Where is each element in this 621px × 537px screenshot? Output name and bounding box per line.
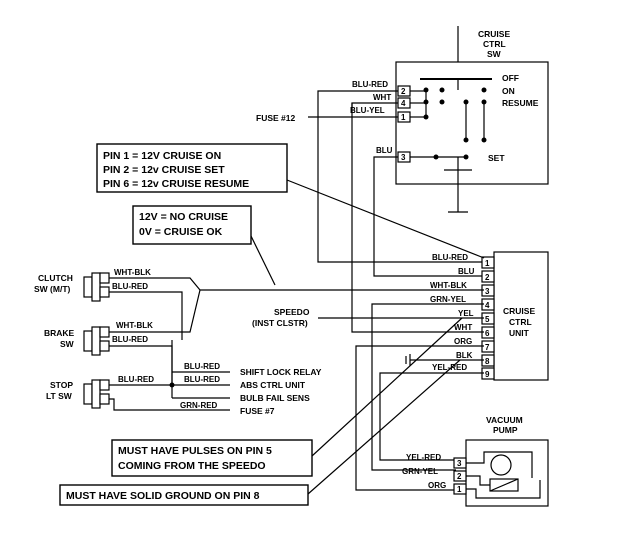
note-ground: MUST HAVE SOLID GROUND ON PIN 8 [59,359,461,506]
note-speedo-1: MUST HAVE PULSES ON PIN 5 [118,445,272,457]
dest-bulb-fail-sens: BULB FAIL SENS [240,393,310,403]
unit-wire-8: BLK [456,351,473,360]
note-pin1: PIN 1 = 12V CRUISE ON [103,150,221,162]
note-pin2: PIN 2 = 12v CRUISE SET [103,164,225,176]
destinations: SHIFT LOCK RELAY ABS CTRL UNIT BULB FAIL… [240,367,322,416]
clutch-label-1: CLUTCH [38,273,73,283]
pump-wire-2: GRN-YEL [402,467,438,476]
cruise-switch-title-1: CRUISE [478,29,510,39]
stop-label-2: LT SW [46,391,73,401]
stop-label-1: STOP [50,380,73,390]
stop-wire-1: BLU-RED [118,375,154,384]
unit-wires [200,103,484,491]
clutch-label-2: SW (M/T) [34,284,71,294]
unit-pin-2: 2 [485,273,490,282]
note-0v: 0V = CRUISE OK [139,226,223,238]
switch-pin-4: 4 [401,99,406,108]
switch-contacts [410,78,492,213]
switch-wire-blu: BLU [376,146,393,155]
cruise-ctrl-switch: CRUISE CTRL SW 2 4 1 3 [256,26,549,213]
switch-set-label: SET [488,153,505,163]
stop-lt-switch: STOP LT SW BLU-RED BLU-RED BLU-RED GRN-R… [46,340,230,411]
unit-wire-6: WHT [454,323,472,332]
unit-pin-5: 5 [485,315,490,324]
switch-pin-2: 2 [401,87,406,96]
unit-wire-4: GRN-YEL [430,295,466,304]
dest-abs-ctrl-unit: ABS CTRL UNIT [240,380,306,390]
switch-resume-label: RESUME [502,98,539,108]
clutch-wire-2: BLU-RED [112,282,148,291]
clutch-switch: CLUTCH SW (M/T) WHT-BLK BLU-RED [34,268,201,340]
unit-wire-1: BLU-RED [432,253,468,262]
unit-pin-9: 9 [485,370,490,379]
unit-pin-4: 4 [485,301,490,310]
unit-pin-8: 8 [485,357,490,366]
stop-wire-3: BLU-RED [184,375,220,384]
switch-wire-wht: WHT [373,93,391,102]
unit-wire-9: YEL-RED [432,363,467,372]
unit-wire-5: YEL [458,309,474,318]
unit-title-3: UNIT [509,328,530,338]
switch-wire-blu-yel: BLU-YEL [350,106,385,115]
switch-pin-3: 3 [401,153,406,162]
note-voltage: 12V = NO CRUISE 0V = CRUISE OK [132,205,276,286]
brake-wire-1: WHT-BLK [116,321,153,330]
switch-wire-blu-red: BLU-RED [352,80,388,89]
speedo-label-1: SPEEDO [274,307,310,317]
unit-wire-2: BLU [458,267,475,276]
stop-wire-4: GRN-RED [180,401,218,410]
note-ground-text: MUST HAVE SOLID GROUND ON PIN 8 [66,490,260,502]
pump-title-2: PUMP [493,425,518,435]
pump-pin-boxes: 3 2 1 [453,457,467,495]
clutch-wire-1: WHT-BLK [114,268,151,277]
note-pin6: PIN 6 = 12v CRUISE RESUME [103,178,249,190]
switch-pin-1: 1 [401,113,406,122]
pump-pin-3: 3 [457,459,462,468]
pump-wire-3: YEL-RED [406,453,441,462]
vacuum-pump: VACUUM PUMP 3 2 1 YEL-RED GRN-YEL ORG [402,415,549,507]
cruise-switch-title-2: CTRL [483,39,506,49]
switch-off-label: OFF [502,73,519,83]
note-speedo-2: COMING FROM THE SPEEDO [118,460,266,472]
brake-wire-2: BLU-RED [112,335,148,344]
note-speedo: MUST HAVE PULSES ON PIN 5 COMING FROM TH… [111,317,463,477]
pump-wire-1: ORG [428,481,446,490]
cruise-switch-title-3: SW [487,49,502,59]
switch-on-label: ON [502,86,515,96]
speedo-label-2: (INST CLSTR) [252,318,308,328]
dest-fuse7: FUSE #7 [240,406,275,416]
stop-wire-2: BLU-RED [184,362,220,371]
note-12v: 12V = NO CRUISE [139,211,228,223]
brake-label-1: BRAKE [44,328,75,338]
pump-title-1: VACUUM [486,415,523,425]
fuse12-label: FUSE #12 [256,113,295,123]
pump-pin-1: 1 [457,485,462,494]
unit-pin-1: 1 [485,259,490,268]
pump-pin-2: 2 [457,472,462,481]
unit-pin-boxes: 1 2 3 4 5 6 7 8 9 [481,256,495,380]
unit-pin-7: 7 [485,343,490,352]
unit-wire-7: ORG [454,337,472,346]
unit-title-1: CRUISE [503,306,535,316]
note-pin-info: PIN 1 = 12V CRUISE ON PIN 2 = 12v CRUISE… [96,143,485,259]
speedo: SPEEDO (INST CLSTR) [252,307,310,328]
unit-title-2: CTRL [509,317,532,327]
cruise-ctrl-unit: CRUISE CTRL UNIT 1 2 3 4 5 6 7 8 9 BLU-R… [430,251,549,381]
switch-to-unit-wires [308,90,484,277]
unit-pin-6: 6 [485,329,490,338]
dest-shift-lock-relay: SHIFT LOCK RELAY [240,367,322,377]
unit-pin-3: 3 [485,287,490,296]
brake-switch: BRAKE SW WHT-BLK BLU-RED [44,289,201,385]
brake-label-2: SW [60,339,75,349]
unit-wire-3: WHT-BLK [430,281,467,290]
